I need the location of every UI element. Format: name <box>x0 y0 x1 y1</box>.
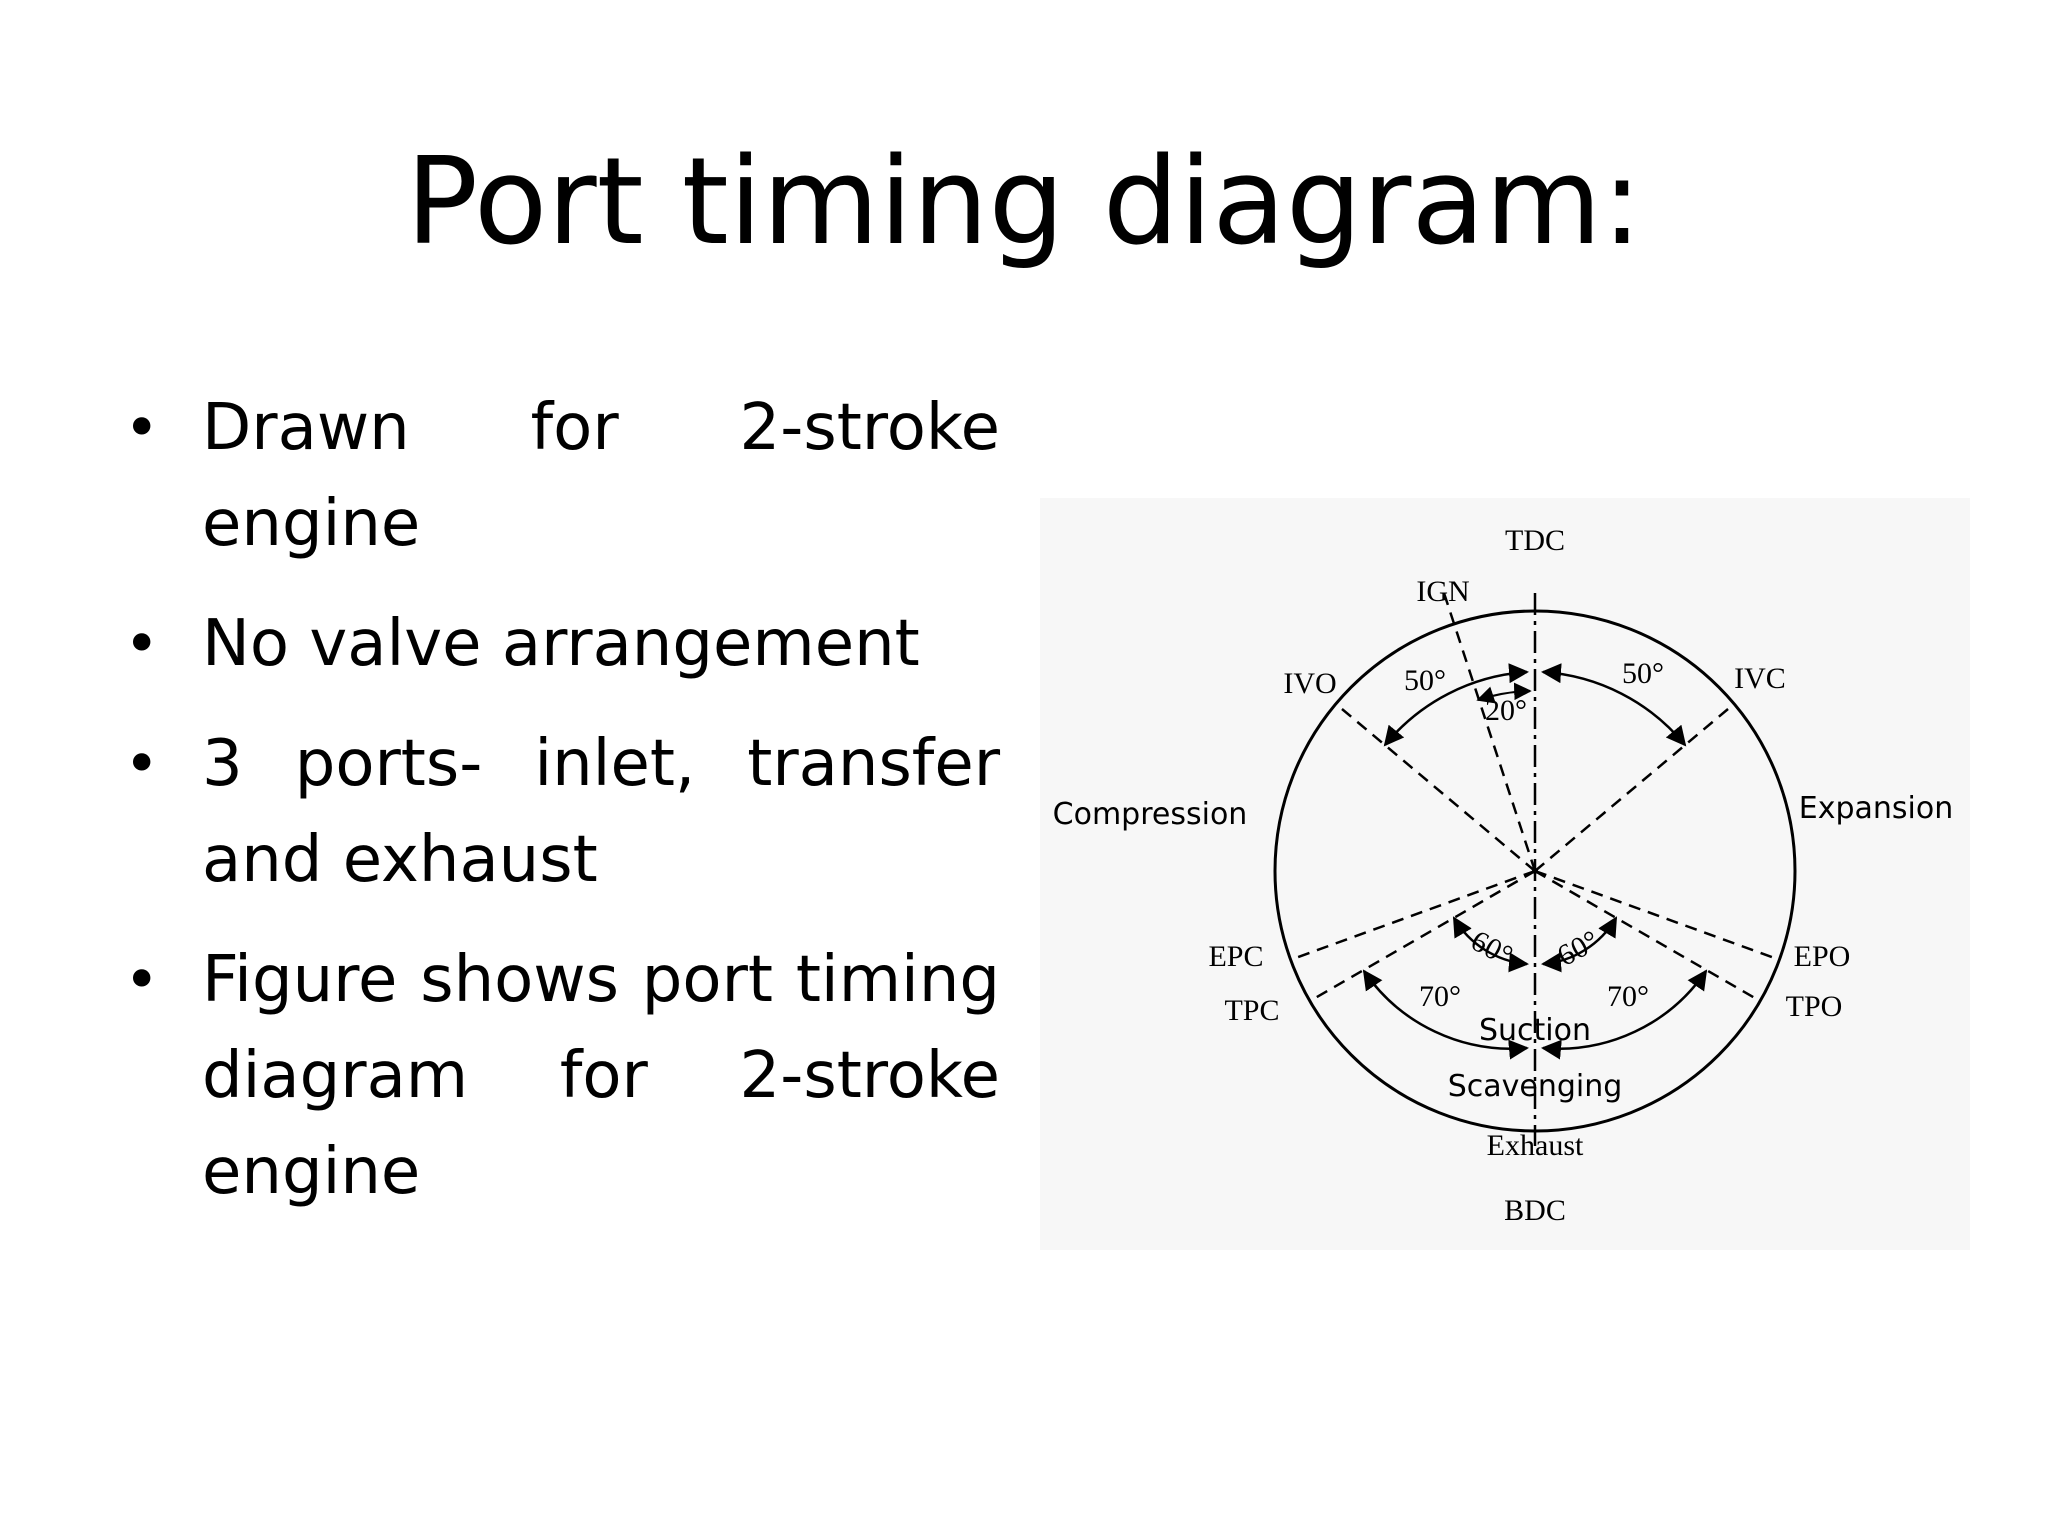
ign-line <box>1441 589 1537 872</box>
ign-label: IGN <box>1416 575 1469 608</box>
ivo-50-arc <box>1383 663 1529 747</box>
epo-label: EPO <box>1794 940 1851 973</box>
ivc-line <box>1534 703 1735 872</box>
bullet-text: Figure shows port timing diagram for 2-s… <box>202 943 1000 1209</box>
slide-title: Port timing diagram: <box>405 133 1643 272</box>
bullet-dot-icon: • <box>124 393 160 463</box>
bullet-item: • Figure shows port timing diagram for 2-… <box>120 932 1000 1220</box>
exhaust-label: Exhaust <box>1487 1129 1584 1162</box>
epc-angle-label: 70° <box>1419 980 1461 1013</box>
epo-line <box>1534 869 1781 962</box>
epc-line <box>1289 869 1536 962</box>
bullet-dot-icon: • <box>124 729 160 799</box>
bullet-text: 3 ports- inlet, transfer and exhaust <box>202 727 1000 897</box>
expansion-label: Expansion <box>1799 791 1953 826</box>
crank-centre <box>1532 868 1538 874</box>
tpc-label: TPC <box>1224 994 1279 1027</box>
tpc-60-arc <box>1452 916 1529 973</box>
tdc-label: TDC <box>1505 524 1565 557</box>
bullet-item: • Drawn for 2-stroke engine <box>120 380 1000 572</box>
ivo-angle-label: 50° <box>1404 664 1446 697</box>
tpo-60-arc <box>1541 916 1618 973</box>
bullet-text: No valve arrangement <box>202 607 920 681</box>
bullet-dot-icon: • <box>124 945 160 1015</box>
compression-label: Compression <box>1053 797 1248 832</box>
bullet-list: • Drawn for 2-stroke engine • No valve arr… <box>120 380 1000 1244</box>
scavenging-label: Scavenging <box>1448 1069 1623 1104</box>
ivc-angle-label: 50° <box>1622 657 1664 690</box>
ivo-line <box>1335 703 1536 872</box>
epo-70-arc <box>1541 969 1708 1060</box>
ign-angle-label: 20° <box>1485 694 1527 727</box>
tpc-angle-label: 60° <box>1465 924 1518 973</box>
tpo-line <box>1534 869 1761 1003</box>
port-timing-figure: TDC IGN IVO IVC Compression Expansion EP… <box>1040 498 1970 1250</box>
tpo-angle-label: 60° <box>1552 924 1605 973</box>
suction-label: Suction <box>1479 1013 1591 1048</box>
bdc-label: BDC <box>1504 1194 1566 1227</box>
bullet-item: • 3 ports- inlet, transfer and exhaust <box>120 716 1000 908</box>
tpo-label: TPO <box>1786 990 1843 1023</box>
ivc-label: IVC <box>1734 662 1786 695</box>
ivo-label: IVO <box>1283 667 1336 700</box>
ivc-50-arc <box>1541 663 1687 747</box>
timing-diagram-svg: TDC IGN IVO IVC Compression Expansion EP… <box>1053 524 1954 1227</box>
epc-label: EPC <box>1208 940 1263 973</box>
epo-angle-label: 70° <box>1607 980 1649 1013</box>
epc-70-arc <box>1362 969 1529 1060</box>
bullet-item: • No valve arrangement <box>120 596 1000 692</box>
bullet-text: Drawn for 2-stroke engine <box>202 391 1000 561</box>
bullet-dot-icon: • <box>124 609 160 679</box>
tpc-line <box>1309 869 1536 1003</box>
ign-20-arc <box>1476 682 1532 704</box>
